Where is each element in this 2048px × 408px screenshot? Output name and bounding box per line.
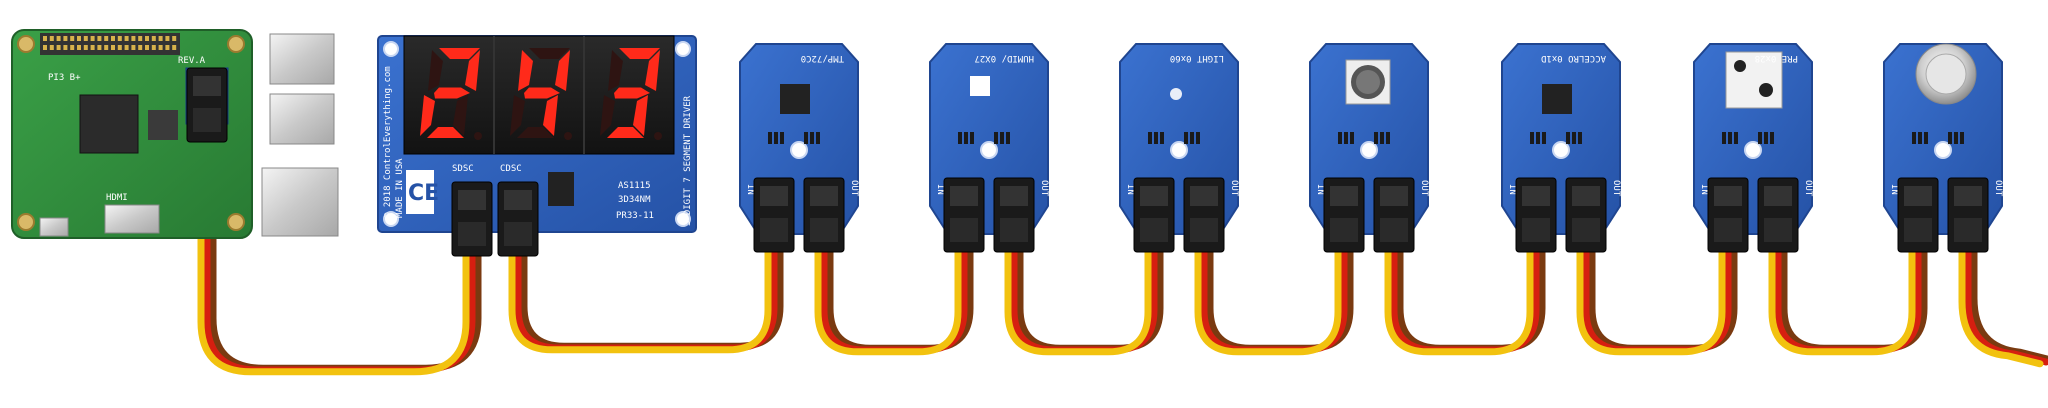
sensor-3-out-label: OUT bbox=[1229, 180, 1239, 197]
sensor-4-connector-out bbox=[1373, 177, 1415, 253]
sensor-5-label: ACCELRO 0x1D bbox=[1541, 53, 1606, 63]
display-connector-out bbox=[497, 181, 539, 257]
sensor-6-label: PRE 0x28 bbox=[1755, 53, 1798, 63]
cable-sensor-5-to-6 bbox=[1576, 244, 1738, 356]
cable-sensor-4-to-5 bbox=[1384, 244, 1546, 356]
sensor-4-out-label: OUT bbox=[1419, 180, 1429, 197]
sensor-2-connector-out bbox=[993, 177, 1035, 253]
sensor-6-out-label: OUT bbox=[1803, 180, 1813, 197]
digit-1-segment-g bbox=[434, 87, 470, 99]
sensor-6-in-label: IN bbox=[1699, 184, 1709, 195]
ce-logo: CE bbox=[408, 181, 439, 206]
cable-sensor-2-to-3 bbox=[1004, 244, 1164, 356]
sensor-7-connector-out bbox=[1947, 177, 1989, 253]
cable-sensor-1-to-2 bbox=[814, 244, 974, 356]
digit-2-segment-d bbox=[517, 127, 554, 138]
pi-silk-hdmi: HDMI bbox=[106, 193, 128, 203]
sensor-2-label: HUMID/ 0X27 bbox=[974, 53, 1034, 63]
sensor-3-in-label: IN bbox=[1125, 184, 1135, 195]
digit-1-segment-d bbox=[427, 127, 464, 138]
display-silk-pins-a: SDSC bbox=[452, 164, 474, 174]
sensor-2-connector-in bbox=[943, 177, 985, 253]
cable-display-to-sensor-1 bbox=[508, 244, 784, 354]
cable-tail bbox=[1958, 244, 2048, 368]
pi-silk-reva: REV.A bbox=[178, 56, 206, 66]
display-silk-title: 3 DIGIT 7 SEGMENT DRIVER bbox=[683, 95, 693, 226]
sensor-7-in-label: IN bbox=[1889, 184, 1899, 195]
digit-1-segment-b bbox=[465, 50, 480, 91]
display-silk-made: MADE IN USA bbox=[395, 158, 405, 218]
pi-adapter-connector bbox=[186, 67, 228, 143]
sensor-5-in-label: IN bbox=[1507, 184, 1517, 195]
display-silk-left: © 2018 ControlEverything.com bbox=[383, 66, 393, 218]
raspberry-pi-board: REV.A HDMI PI3 B+ bbox=[11, 29, 339, 239]
sensor-1-label: TMP/72C0 bbox=[801, 53, 844, 63]
sensor-1-in-label: IN bbox=[745, 184, 755, 195]
digit-2-segment-g bbox=[524, 87, 560, 99]
sensor-7-connector-in bbox=[1897, 177, 1939, 253]
sensor-4-connector-in bbox=[1323, 177, 1365, 253]
seven-segment-digits bbox=[420, 48, 662, 140]
sensor-4-in-label: IN bbox=[1315, 184, 1325, 195]
sensor-3-label: LIGHT 0x60 bbox=[1170, 53, 1224, 63]
digit-1-segment-e bbox=[420, 95, 435, 136]
digit-2-segment-a bbox=[529, 48, 570, 59]
display-connector-in bbox=[451, 181, 493, 257]
sensor-6-connector-out bbox=[1757, 177, 1799, 253]
display-silk-model: PR33-11 bbox=[616, 211, 654, 221]
display-silk-pins-b: CDSC bbox=[500, 164, 522, 174]
cable-pi-to-display bbox=[197, 134, 482, 376]
connector-group bbox=[186, 67, 1989, 257]
sensor-1-out-label: OUT bbox=[849, 180, 859, 197]
white-square-icon bbox=[970, 76, 990, 96]
cable-sensor-3-to-4 bbox=[1194, 244, 1354, 356]
sensor-7-out-label: OUT bbox=[1993, 180, 2003, 197]
digit-2-segment-e bbox=[510, 95, 525, 136]
sensor-2-in-label: IN bbox=[935, 184, 945, 195]
digit-1-segment-a bbox=[439, 48, 480, 59]
digit-3-segment-g bbox=[614, 87, 650, 99]
sensor-1-connector-out bbox=[803, 177, 845, 253]
digit-3-decimal-point bbox=[654, 132, 662, 140]
sensor-3-connector-out bbox=[1183, 177, 1225, 253]
digit-1-segment-f bbox=[428, 50, 443, 91]
display-silk-chip: AS1115 bbox=[618, 181, 651, 191]
sensor-5-connector-out bbox=[1565, 177, 1607, 253]
digit-3-segment-d bbox=[607, 127, 644, 138]
chip-icon bbox=[1542, 84, 1572, 114]
sensor-2-out-label: OUT bbox=[1039, 180, 1049, 197]
cable-group bbox=[197, 134, 2048, 376]
sensor-6-connector-in bbox=[1707, 177, 1749, 253]
sensor-1-connector-in bbox=[753, 177, 795, 253]
digit-3-segment-b bbox=[645, 50, 660, 91]
pressure-sensor-icon bbox=[1725, 51, 1783, 109]
digit-3-segment-a bbox=[619, 48, 660, 59]
display-silk-part: 3D34NM bbox=[618, 195, 651, 205]
chip-icon bbox=[780, 84, 810, 114]
sensor-3-connector-in bbox=[1133, 177, 1175, 253]
sensor-5-out-label: OUT bbox=[1611, 180, 1621, 197]
sensor-5-connector-in bbox=[1515, 177, 1557, 253]
digit-3-segment-f bbox=[608, 50, 623, 91]
digit-2-decimal-point bbox=[564, 132, 572, 140]
digit-3-segment-e bbox=[600, 95, 615, 136]
pi-silk-model: PI3 B+ bbox=[48, 73, 81, 83]
digit-1-segment-c bbox=[453, 95, 468, 136]
small-dot-icon bbox=[1170, 88, 1182, 100]
digit-2-segment-f bbox=[518, 50, 533, 91]
digit-3-segment-c bbox=[633, 95, 648, 136]
digit-2-segment-b bbox=[555, 50, 570, 91]
digit-1-decimal-point bbox=[474, 132, 482, 140]
cable-sensor-6-to-7 bbox=[1768, 244, 1928, 356]
digit-2-segment-c bbox=[543, 95, 558, 136]
